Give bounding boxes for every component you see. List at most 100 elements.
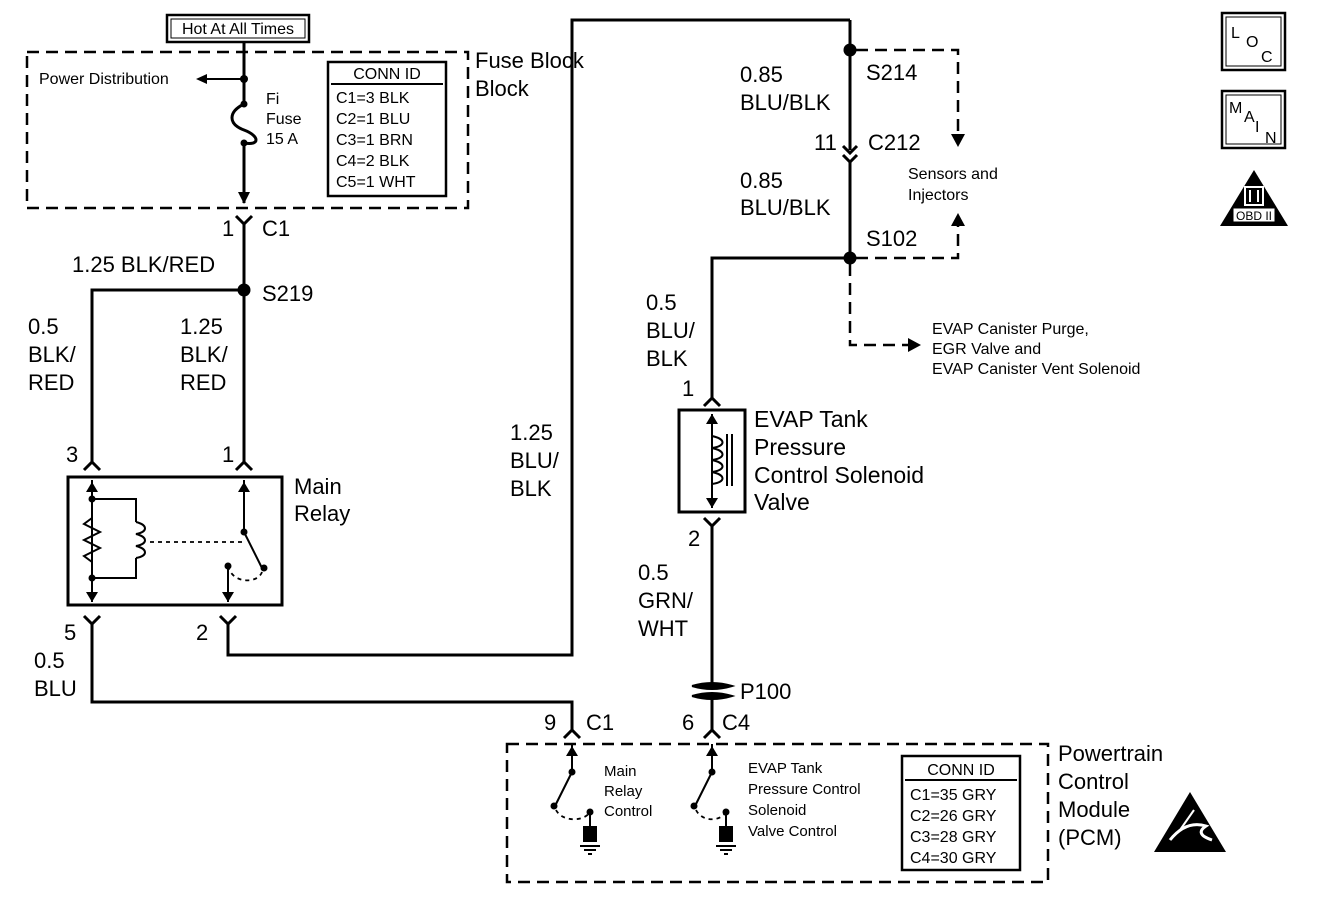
evap-tank-solenoid: 1 EVAP Tank Pressure Control Solenoid Va… <box>677 376 924 515</box>
svg-text:Power Distribution: Power Distribution <box>39 71 169 88</box>
svg-text:11: 11 <box>814 130 837 155</box>
svg-text:C4: C4 <box>722 710 750 735</box>
svg-text:OBD II: OBD II <box>1236 209 1272 223</box>
svg-text:Control: Control <box>1058 769 1129 794</box>
fuse-block-c1-connector: 1 C1 <box>222 214 290 290</box>
svg-text:Block: Block <box>475 76 530 101</box>
branch-sensors-injectors: Sensors and Injectors <box>908 166 998 204</box>
svg-text:C1=3 BLK: C1=3 BLK <box>336 90 410 107</box>
svg-text:P100: P100 <box>740 679 791 704</box>
svg-text:6: 6 <box>682 710 694 735</box>
svg-text:O: O <box>1246 34 1258 51</box>
fuse-block: Fuse Block Block Power Distribution Fi F… <box>25 42 585 210</box>
svg-text:0.85: 0.85 <box>740 168 783 193</box>
svg-text:RED: RED <box>28 370 74 395</box>
svg-text:BLK: BLK <box>646 346 688 371</box>
loc-icon: L O C <box>1220 11 1287 72</box>
svg-text:0.5: 0.5 <box>646 290 677 315</box>
connector-c212: 11 C212 <box>814 130 921 165</box>
svg-text:C: C <box>1261 49 1273 66</box>
svg-text:5: 5 <box>64 620 76 645</box>
svg-text:EVAP Canister Purge,: EVAP Canister Purge, <box>932 321 1089 338</box>
wire-label-long-1-25: 1.25 BLU/ BLK <box>510 420 560 501</box>
svg-text:(PCM): (PCM) <box>1058 825 1122 850</box>
svg-text:2: 2 <box>196 620 208 645</box>
splice-s214: S214 <box>843 20 965 150</box>
svg-text:0.85: 0.85 <box>740 62 783 87</box>
svg-text:A: A <box>1244 109 1255 126</box>
svg-text:BLK/: BLK/ <box>180 342 229 367</box>
main-icon: M A I N <box>1220 89 1287 150</box>
svg-text:Module: Module <box>1058 797 1130 822</box>
connector-p100: P100 <box>691 679 791 730</box>
svg-text:0.5: 0.5 <box>28 314 59 339</box>
svg-text:Fuse: Fuse <box>266 111 302 128</box>
svg-text:C2=26 GRY: C2=26 GRY <box>910 808 997 825</box>
svg-text:Sensors and: Sensors and <box>908 166 998 183</box>
svg-text:BLU: BLU <box>34 676 77 701</box>
svg-text:I: I <box>1255 119 1259 136</box>
svg-text:C1: C1 <box>586 710 614 735</box>
svg-text:C2=1 BLU: C2=1 BLU <box>336 111 410 128</box>
svg-text:C3=28 GRY: C3=28 GRY <box>910 829 997 846</box>
svg-text:Powertrain: Powertrain <box>1058 741 1163 766</box>
svg-text:L: L <box>1231 25 1240 42</box>
wire-label-solenoid-bottom: 0.5 GRN/ WHT <box>638 560 694 641</box>
svg-text:9: 9 <box>544 710 556 735</box>
svg-text:Injectors: Injectors <box>908 187 968 204</box>
wire-label-top-0-85-a: 0.85 BLU/BLK <box>740 62 831 115</box>
splice-s219: S219 <box>82 281 313 472</box>
svg-text:S102: S102 <box>866 226 917 251</box>
obd-ii-icon: OBD II <box>1220 170 1288 226</box>
relay-bottom-connectors: 5 2 <box>64 18 850 730</box>
svg-text:C3=1 BRN: C3=1 BRN <box>336 132 413 149</box>
svg-text:Pressure: Pressure <box>754 434 846 460</box>
svg-text:EVAP Tank: EVAP Tank <box>748 760 823 777</box>
svg-text:Control Solenoid: Control Solenoid <box>754 462 924 488</box>
wire-label-left-0-5: 0.5 BLK/ RED <box>28 314 77 395</box>
svg-text:BLU/: BLU/ <box>510 448 560 473</box>
esd-warning-icon <box>1154 792 1226 852</box>
wire-label-top-0-85-b: 0.85 BLU/BLK <box>740 168 831 220</box>
svg-text:BLU/BLK: BLU/BLK <box>740 90 831 115</box>
svg-text:C4=30 GRY: C4=30 GRY <box>910 850 997 867</box>
svg-text:RED: RED <box>180 370 226 395</box>
solenoid-pin-2: 2 <box>688 516 722 686</box>
svg-text:GRN/: GRN/ <box>638 588 694 613</box>
powertrain-control-module: Powertrain Control Module (PCM) Main Rel… <box>505 741 1163 884</box>
svg-text:0.5: 0.5 <box>34 648 65 673</box>
svg-text:2: 2 <box>688 526 700 551</box>
svg-text:C5=1 WHT: C5=1 WHT <box>336 174 416 191</box>
svg-text:1.25: 1.25 <box>510 420 553 445</box>
svg-text:WHT: WHT <box>638 616 688 641</box>
svg-text:1.25: 1.25 <box>180 314 223 339</box>
svg-text:Valve Control: Valve Control <box>748 823 837 840</box>
svg-text:N: N <box>1265 130 1277 147</box>
svg-text:EVAP Tank: EVAP Tank <box>754 406 868 432</box>
svg-text:EGR Valve and: EGR Valve and <box>932 341 1041 358</box>
pcm-connectors: 9 C1 6 C4 <box>544 710 750 740</box>
svg-text:Fuse Block: Fuse Block <box>475 48 585 73</box>
svg-text:CONN ID: CONN ID <box>927 762 995 779</box>
svg-text:BLU/: BLU/ <box>646 318 696 343</box>
svg-text:Main: Main <box>604 763 637 780</box>
svg-text:Main: Main <box>294 474 342 499</box>
hot-at-all-times-label: Hot At All Times <box>165 13 311 44</box>
svg-text:1: 1 <box>682 376 694 401</box>
svg-text:C1=35 GRY: C1=35 GRY <box>910 787 997 804</box>
svg-text:Relay: Relay <box>294 501 350 526</box>
svg-text:C212: C212 <box>868 130 921 155</box>
svg-text:EVAP Canister Vent Solenoid: EVAP Canister Vent Solenoid <box>932 361 1140 378</box>
svg-text:C1: C1 <box>262 216 290 241</box>
wire-label-solenoid-top: 0.5 BLU/ BLK <box>646 290 696 371</box>
svg-text:Hot At All Times: Hot At All Times <box>182 21 294 38</box>
svg-text:M: M <box>1229 100 1242 117</box>
svg-text:BLK: BLK <box>510 476 552 501</box>
branch-evap-purge: EVAP Canister Purge, EGR Valve and EVAP … <box>932 321 1140 378</box>
svg-text:BLU/BLK: BLU/BLK <box>740 195 831 220</box>
wire-label-mid-1-25: 1.25 BLK/ RED <box>180 314 229 395</box>
svg-text:15 A: 15 A <box>266 131 298 148</box>
svg-text:Fi: Fi <box>266 91 279 108</box>
svg-text:S219: S219 <box>262 281 313 306</box>
svg-text:Valve: Valve <box>754 489 810 515</box>
